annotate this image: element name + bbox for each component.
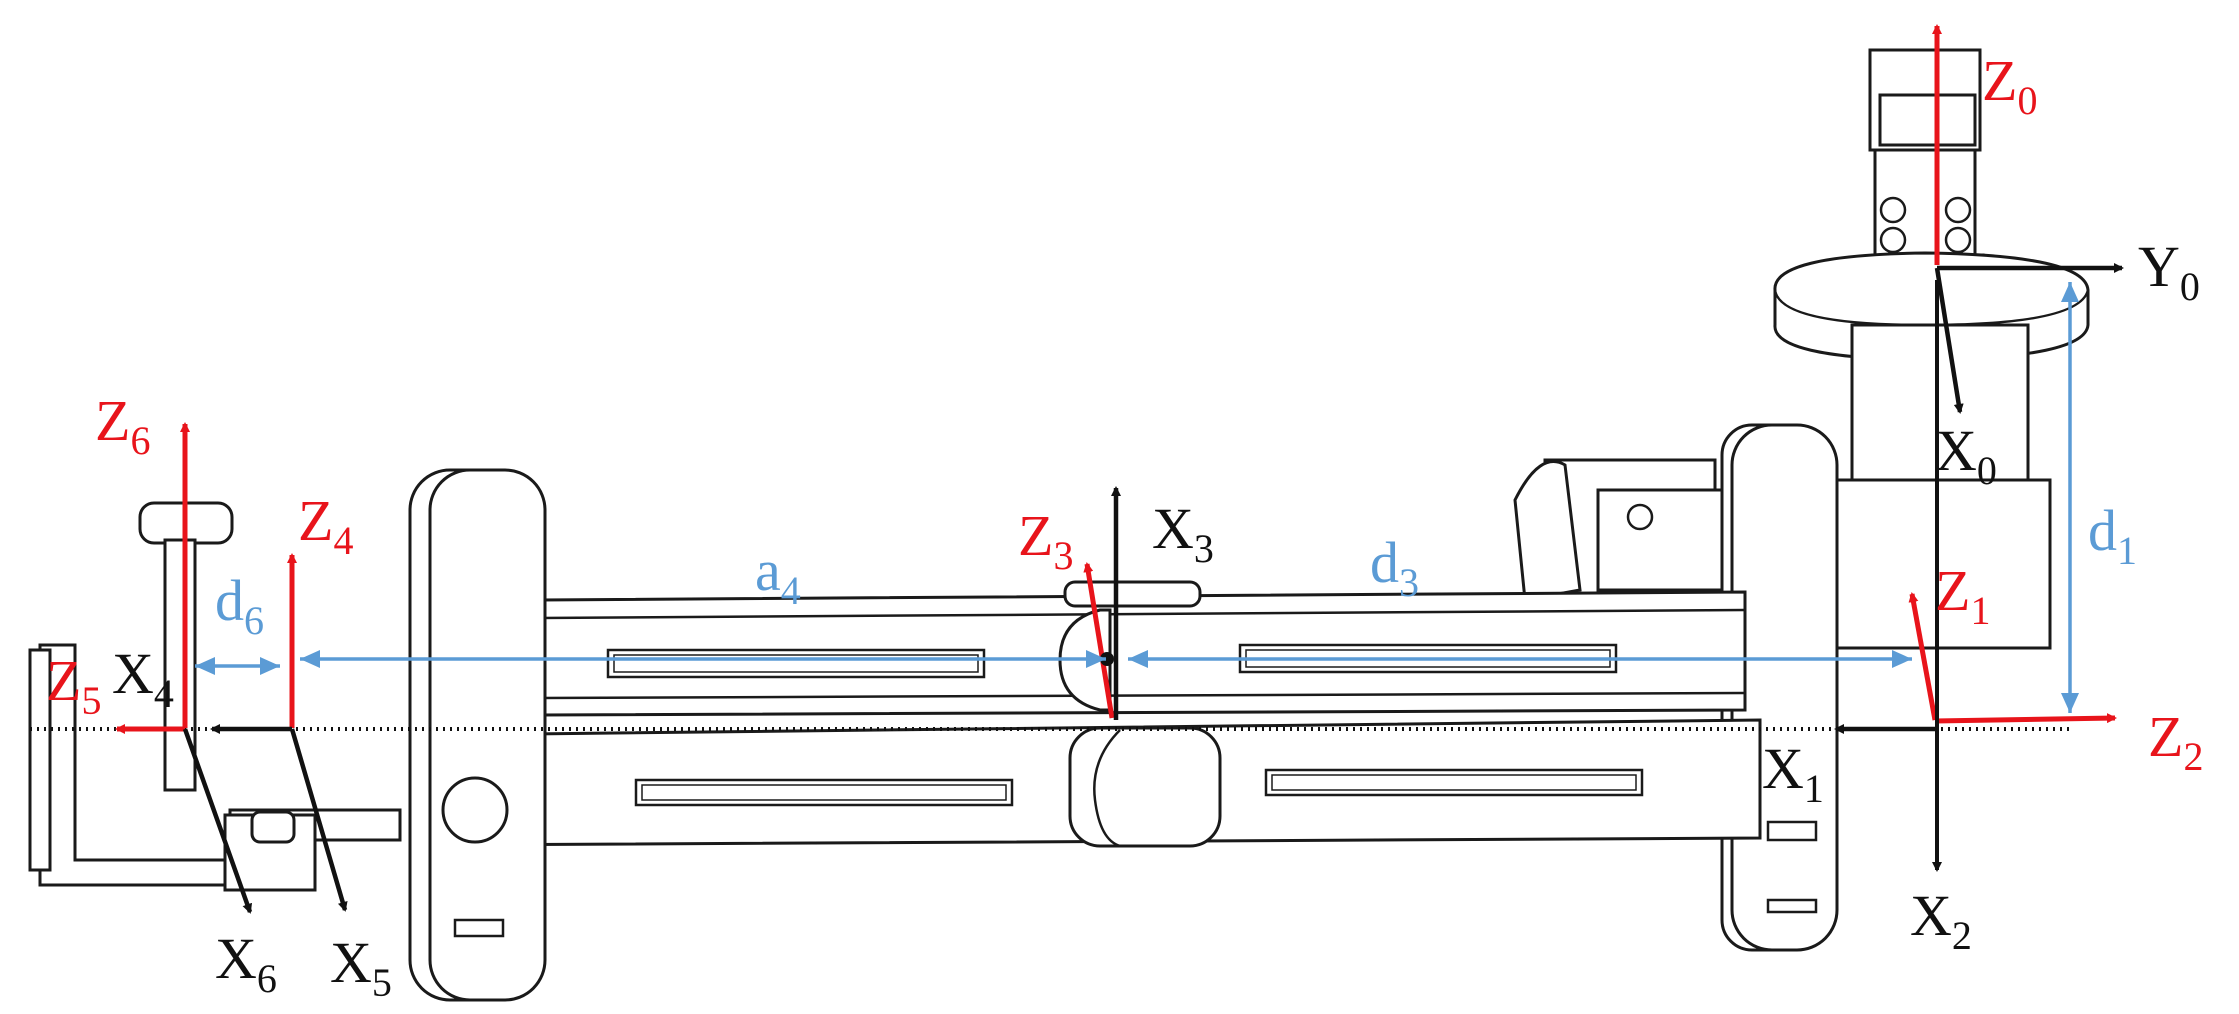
d6-label: d6 xyxy=(215,568,264,643)
x4-label: X4 xyxy=(112,641,174,716)
x0-label: X0 xyxy=(1935,418,1997,493)
z4-label: Z4 xyxy=(298,488,353,563)
base-motor xyxy=(1868,48,1985,297)
a4-label: a4 xyxy=(755,538,801,613)
d1-label: d1 xyxy=(2088,498,2137,573)
x1-label: X1 xyxy=(1762,736,1824,811)
z1-axis-arrow xyxy=(1908,592,1938,721)
elbow-ring xyxy=(408,468,547,1002)
y0-label: Y0 xyxy=(2138,234,2200,309)
z5-label: Z5 xyxy=(46,648,101,723)
robot-arm-drawing xyxy=(28,48,2090,1002)
upper-tube xyxy=(538,580,1747,717)
z6-label: Z6 xyxy=(95,388,150,463)
x3-label: X3 xyxy=(1152,496,1214,571)
lower-tube xyxy=(438,718,1762,848)
shoulder-column xyxy=(1833,323,2052,650)
d3-label: d3 xyxy=(1370,530,1419,605)
z2-label: Z2 xyxy=(2148,704,2203,779)
x0-axis-arrow xyxy=(1934,267,1964,414)
labels: Z0 Y0 X0 d1 Z1 Z2 X1 X2 Z3 X3 d3 a4 Z4 d… xyxy=(46,48,2203,1005)
z3-label: Z3 xyxy=(1018,503,1073,578)
x5-label: X5 xyxy=(330,930,392,1005)
dimensions xyxy=(195,282,2079,713)
z1-label: Z1 xyxy=(1935,558,1990,633)
end-effector xyxy=(28,501,402,892)
shoulder-motor xyxy=(1513,458,1755,602)
x6-label: X6 xyxy=(215,926,277,1001)
z0-label: Z0 xyxy=(1982,48,2037,123)
z-axes xyxy=(115,24,2117,734)
x5-axis-arrow xyxy=(289,728,348,912)
x2-label: X2 xyxy=(1910,883,1972,958)
z3-axis-arrow xyxy=(1083,562,1115,719)
x6-axis-arrow xyxy=(182,728,253,914)
z2-axis-arrow xyxy=(1934,713,2117,724)
